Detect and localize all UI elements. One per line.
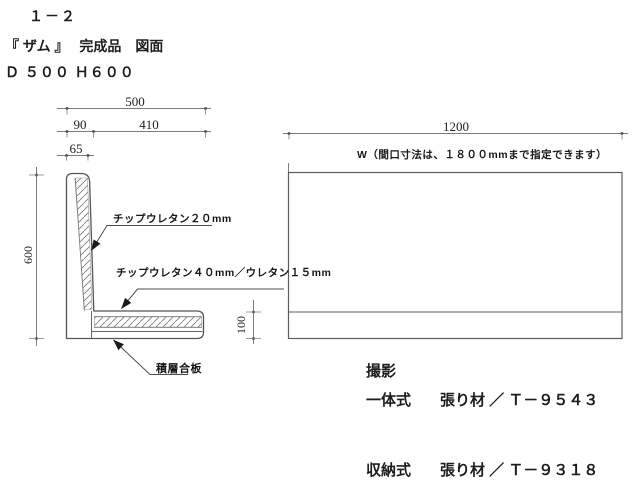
sheet-number: １－２ bbox=[29, 8, 77, 24]
finish-heading: 撮影 bbox=[366, 363, 397, 380]
leader-plywood bbox=[113, 339, 188, 375]
dim-seat-depth: 410 bbox=[139, 117, 159, 132]
leader-back-foam bbox=[91, 225, 212, 251]
dim-total-width: 500 bbox=[125, 94, 145, 109]
label-plywood: 積層合板 bbox=[156, 363, 202, 375]
front-view-outline bbox=[287, 171, 623, 340]
label-back-foam: チップウレタン２０mm bbox=[113, 213, 232, 225]
finish-row-storage: 収納式 張り材 ／ Ｔ－９３１８ bbox=[366, 459, 598, 480]
finish-row-integrated: 一体式 張り材 ／ Ｔ－９５４３ bbox=[366, 389, 598, 410]
leader-lines bbox=[91, 225, 284, 375]
finish-type: 収納式 bbox=[366, 462, 412, 479]
front-view bbox=[287, 163, 623, 340]
finish-material: 張り材 ／ Ｔ－９３１８ bbox=[440, 462, 599, 479]
sheet-title: 『 ザム 』 完成品 図面 bbox=[5, 38, 164, 54]
label-seat-foam: チップウレタン４０mm／ウレタン１５mm bbox=[116, 267, 332, 279]
front-width-note: W（間口寸法は、１８００mmまで指定できます） bbox=[357, 149, 608, 161]
dim-front-width: 1200 bbox=[443, 119, 469, 134]
dim-back-top-thickness: 65 bbox=[69, 141, 83, 156]
dim-back-depth: 90 bbox=[73, 117, 87, 132]
sheet-size-spec: Ｄ ５００ Ｈ６００ bbox=[5, 64, 135, 80]
dim-front-rail-height: 100 bbox=[234, 316, 248, 334]
dimension-lines bbox=[29, 107, 628, 346]
finish-type: 一体式 bbox=[366, 392, 412, 409]
leader-seat-foam bbox=[121, 288, 284, 309]
finish-material: 張り材 ／ Ｔ－９５４３ bbox=[440, 392, 599, 409]
side-view-outline bbox=[65, 172, 205, 340]
seat-foam-hatch bbox=[94, 316, 202, 328]
side-view-cross-section bbox=[65, 172, 205, 340]
dim-total-height: 600 bbox=[21, 246, 35, 264]
